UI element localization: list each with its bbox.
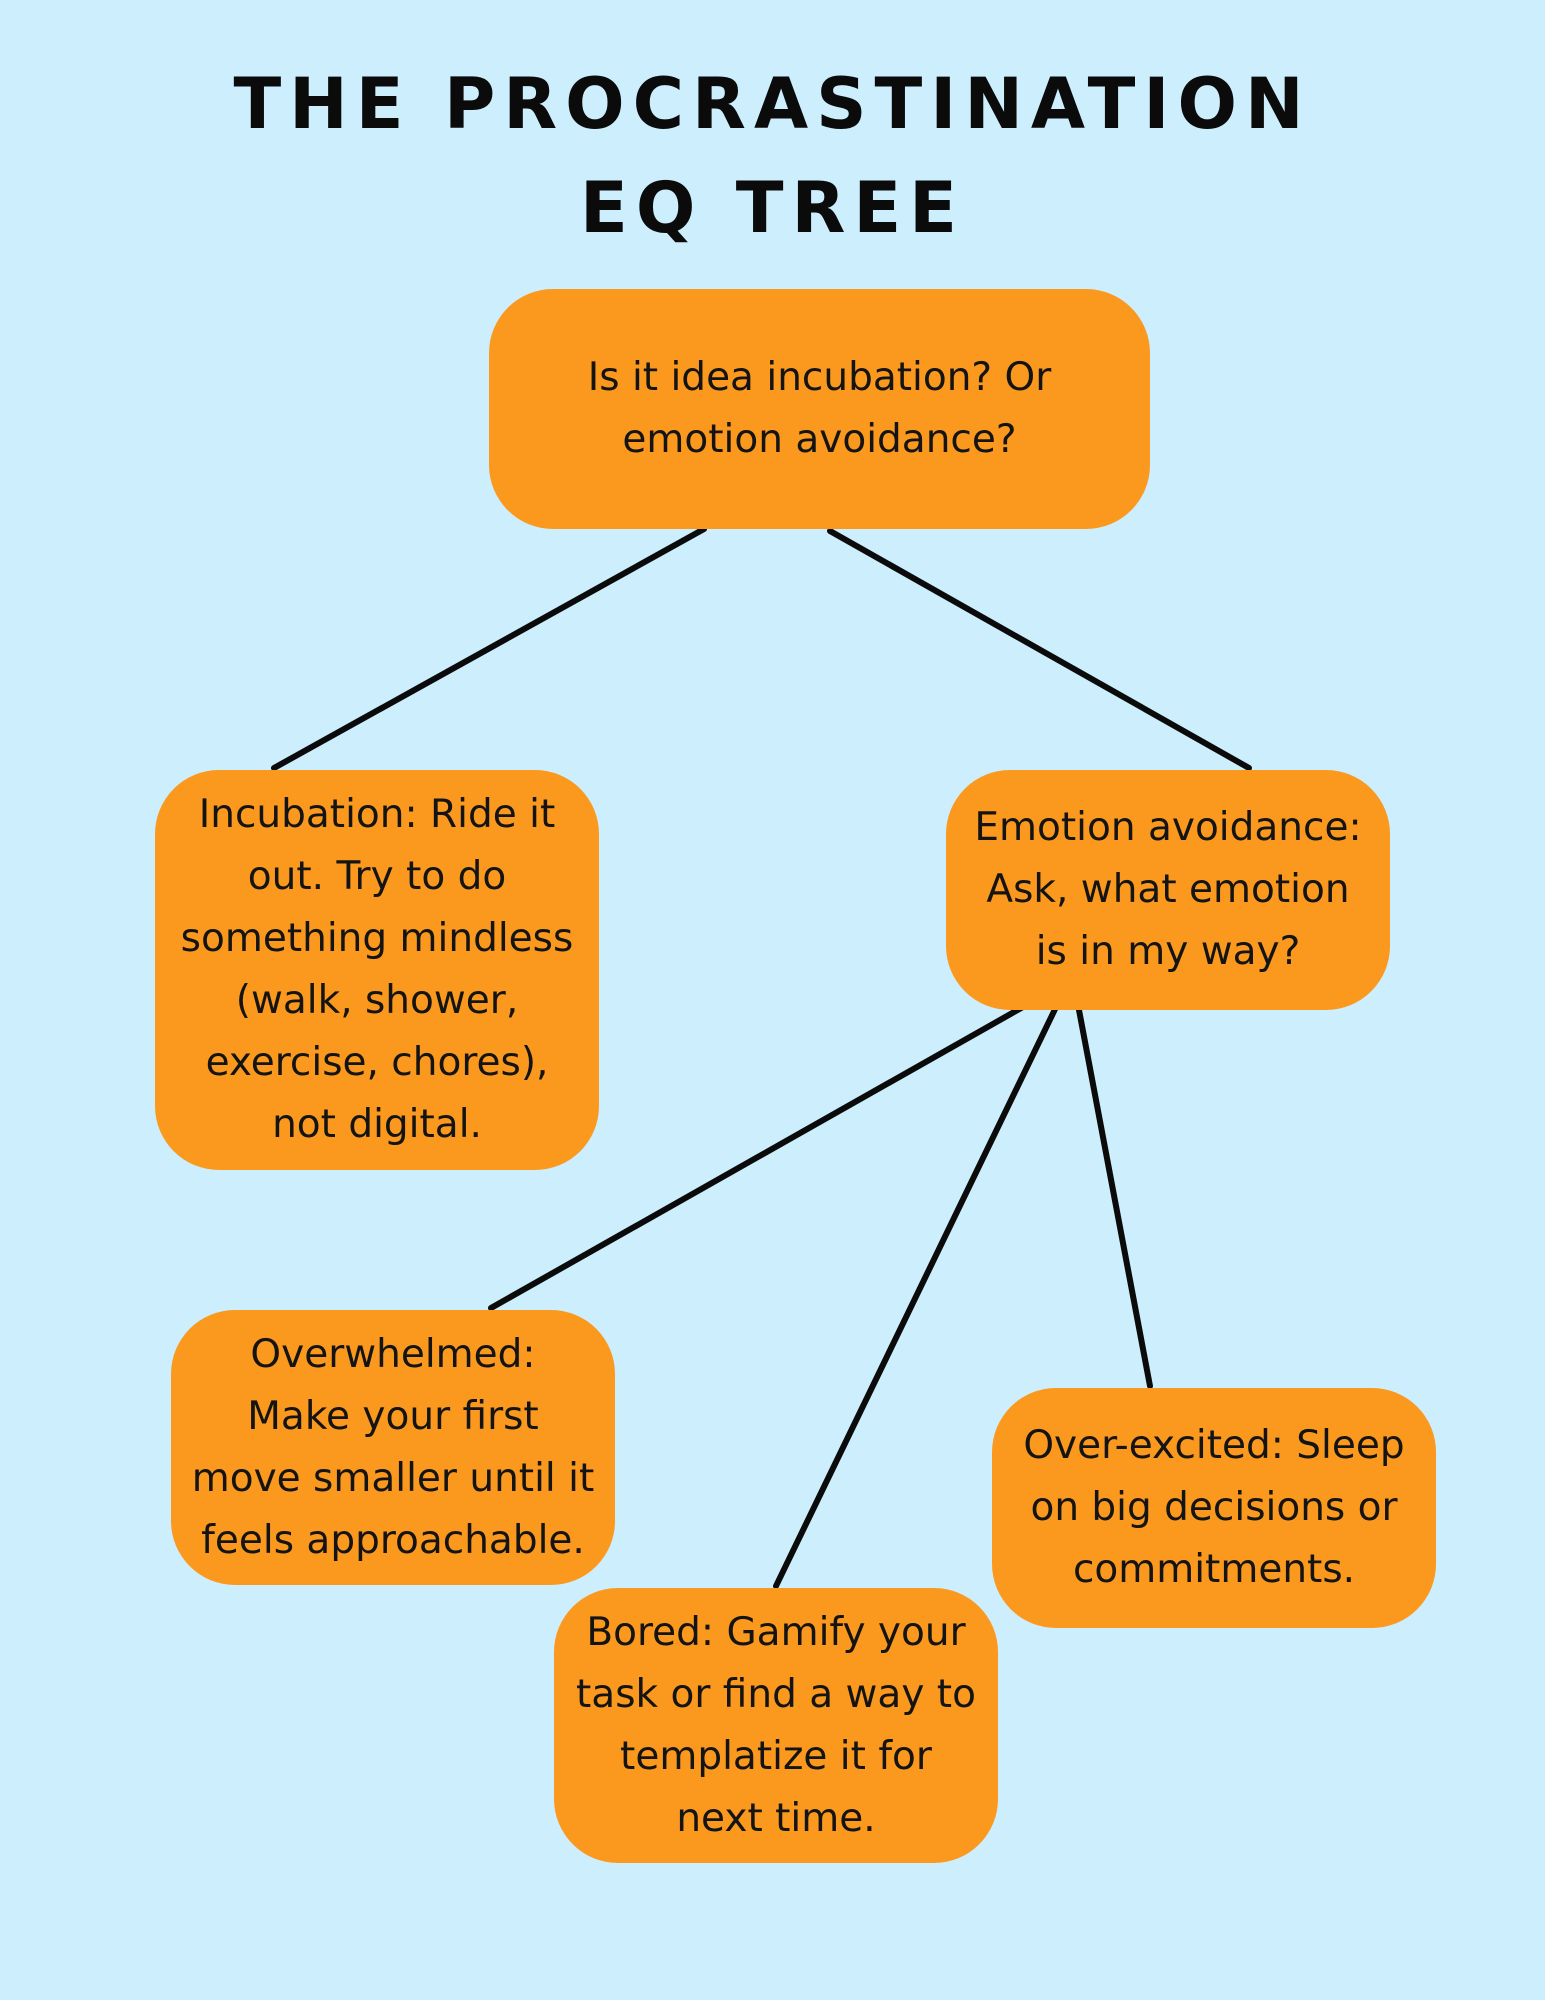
node-over-excited-line-2: on big decisions or — [1030, 1485, 1398, 1530]
node-over-excited: Over-excited: Sleep on big decisions or … — [992, 1388, 1436, 1628]
node-bored-line-1: Bored: Gamify your — [586, 1609, 966, 1655]
node-over-excited-line-1: Over-excited: Sleep — [1023, 1423, 1405, 1468]
edge-emotion-to-over-excited — [1076, 1007, 1153, 1389]
node-bored-line-4: next time. — [676, 1795, 876, 1841]
node-emotion-line-1: Emotion avoidance: — [974, 805, 1362, 850]
node-incubation-line-3: something mindless — [180, 916, 574, 961]
node-root-line-2: emotion avoidance? — [622, 417, 1017, 462]
node-incubation-line-4: (walk, shower, — [235, 978, 519, 1023]
node-root-question: Is it idea incubation? Or emotion avoida… — [489, 289, 1150, 529]
node-incubation-line-5: exercise, chores), — [205, 1040, 549, 1085]
edge-emotion-to-bored — [773, 1000, 1061, 1589]
node-overwhelmed-line-2: Make your first — [247, 1393, 539, 1439]
node-incubation-line-2: out. Try to do — [247, 854, 507, 899]
node-incubation-line-6: not digital. — [272, 1102, 482, 1147]
edge-root-to-emotion-avoidance — [827, 528, 1252, 771]
node-emotion-avoidance: Emotion avoidance: Ask, what emotion is … — [946, 770, 1390, 1010]
node-root-line-1: Is it idea incubation? Or — [587, 355, 1052, 400]
diagram-title: THE PROCRASTINATION EQ TREE — [0, 52, 1545, 260]
node-emotion-line-3: is in my way? — [1035, 929, 1301, 974]
node-overwhelmed-line-3: move smaller until it — [191, 1455, 595, 1501]
node-incubation: Incubation: Ride it out. Try to do somet… — [155, 770, 599, 1170]
node-overwhelmed-line-4: feels approachable. — [201, 1517, 585, 1563]
node-bored-line-3: templatize it for — [620, 1733, 932, 1779]
node-overwhelmed: Overwhelmed: Make your first move smalle… — [171, 1310, 615, 1585]
title-line-1: THE PROCRASTINATION — [233, 63, 1312, 145]
node-incubation-line-1: Incubation: Ride it — [198, 792, 556, 837]
node-bored-line-2: task or find a way to — [576, 1671, 976, 1717]
node-emotion-line-2: Ask, what emotion — [986, 867, 1350, 912]
title-line-2: EQ TREE — [580, 167, 965, 249]
edge-emotion-to-overwhelmed — [488, 1000, 1033, 1311]
node-over-excited-line-3: commitments. — [1072, 1547, 1356, 1592]
node-overwhelmed-line-1: Overwhelmed: — [250, 1331, 536, 1377]
node-bored: Bored: Gamify your task or find a way to… — [554, 1588, 998, 1863]
edge-root-to-incubation — [271, 526, 707, 771]
